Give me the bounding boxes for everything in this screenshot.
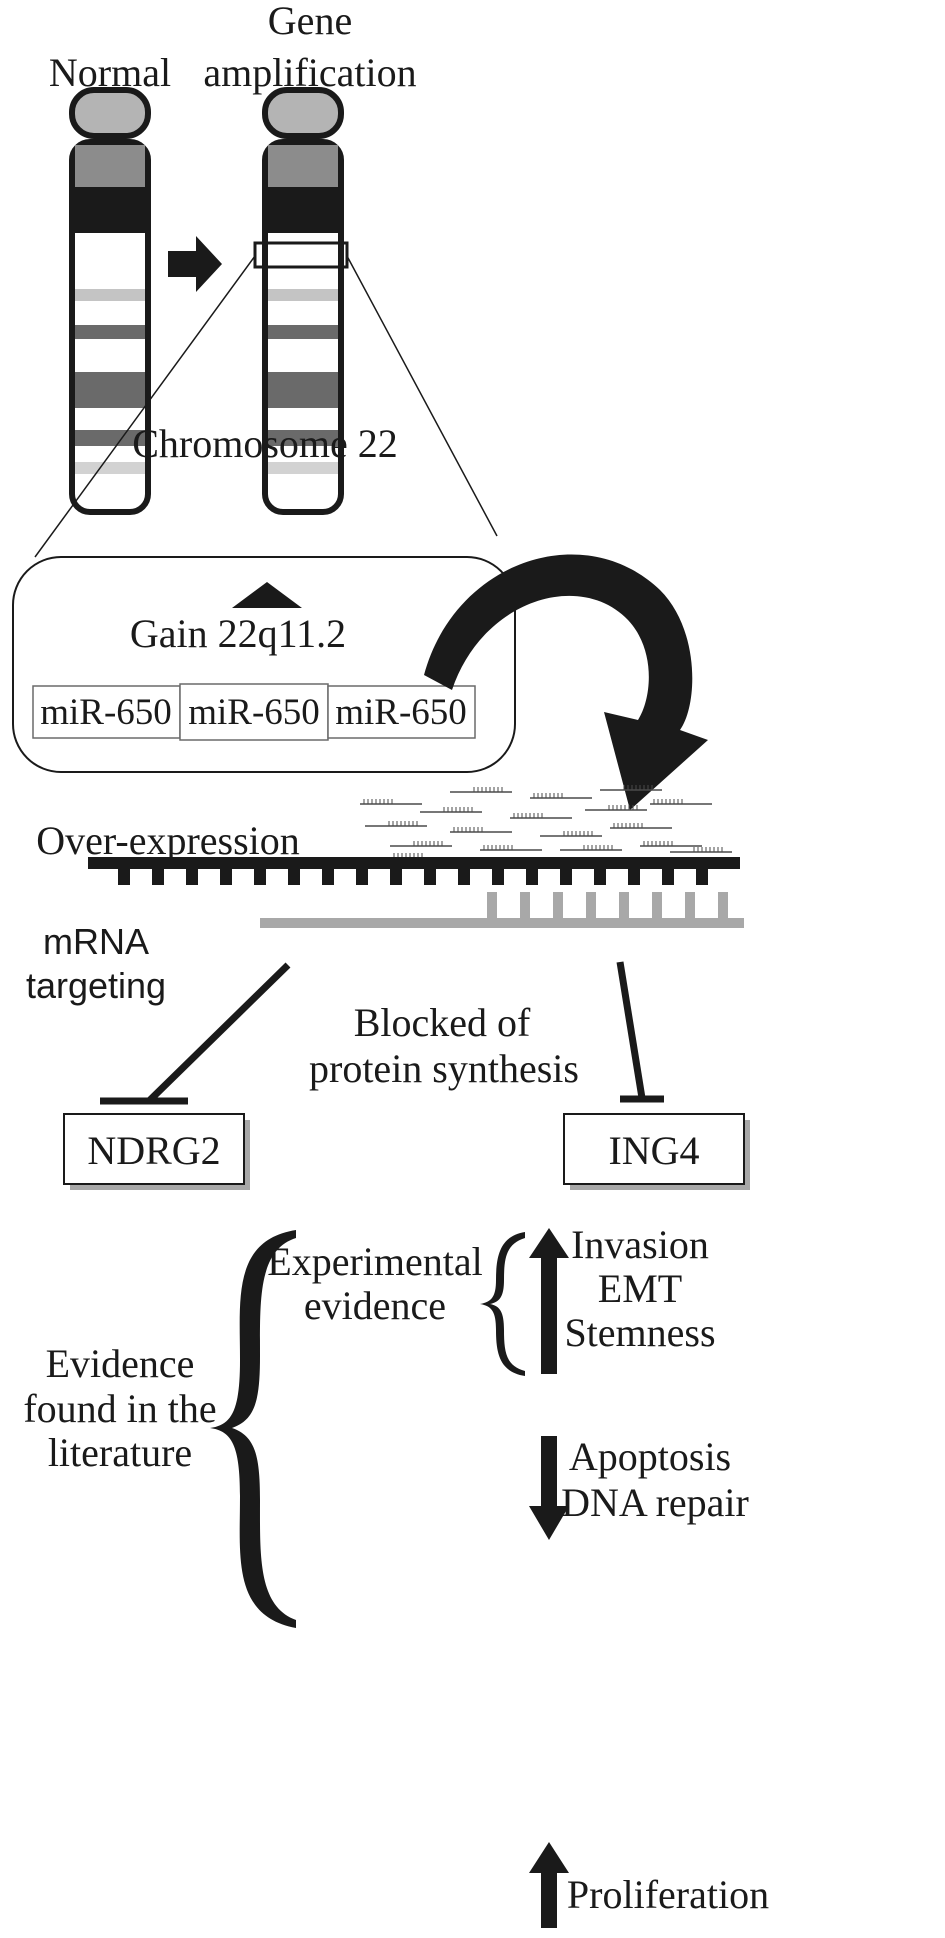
inhibition-bar-icon <box>100 962 291 1105</box>
down-arrow-icon <box>529 1436 569 1540</box>
mrna-tooth <box>288 869 300 885</box>
label-apoptosis: Apoptosis <box>569 1434 731 1479</box>
label-evidence-short: evidence <box>304 1283 446 1328</box>
mrna-tooth <box>560 869 572 885</box>
ndrg2-box: NDRG2 <box>63 1113 250 1190</box>
mrna-tooth <box>356 869 368 885</box>
target-tooth <box>586 892 596 919</box>
inhibition-bar-icon <box>616 961 664 1103</box>
mrna-tooth <box>492 869 504 885</box>
mrna-tooth <box>152 869 164 885</box>
up-arrow-icon <box>529 1228 569 1374</box>
up-arrow-icon <box>529 1842 569 1928</box>
up-triangle-icon <box>232 582 302 608</box>
label-chromosome-22: Chromosome 22 <box>132 421 398 466</box>
label-evidence-2: found in the <box>23 1386 216 1431</box>
mrna-tooth <box>594 869 606 885</box>
mrna-tooth <box>322 869 334 885</box>
mir650-box-2: miR-650 <box>179 683 329 741</box>
mrna-tooth <box>628 869 640 885</box>
label-stemness: Stemness <box>564 1310 715 1355</box>
mrna-tooth <box>254 869 266 885</box>
mrna-tooth <box>220 869 232 885</box>
label-emt: EMT <box>598 1266 682 1311</box>
mrna-tooth <box>696 869 708 885</box>
label-protein-synthesis: protein synthesis <box>309 1046 579 1091</box>
mir650-label-2: miR-650 <box>188 692 320 733</box>
label-gene: Gene <box>268 0 352 43</box>
label-evidence-3: literature <box>48 1430 192 1475</box>
large-brace <box>210 1230 296 1628</box>
label-over-expression: Over-expression <box>36 818 300 863</box>
mrna-tooth <box>458 869 470 885</box>
mrna-tooth <box>186 869 198 885</box>
target-tooth <box>685 892 695 919</box>
target-tooth <box>718 892 728 919</box>
mir650-label-3: miR-650 <box>335 692 467 733</box>
mrna-tooth <box>118 869 130 885</box>
target-tooth <box>487 892 497 919</box>
label-amplification: amplification <box>203 50 416 95</box>
right-arrow-icon <box>168 236 222 292</box>
mir650-label-1: miR-650 <box>40 692 172 733</box>
zoom-line-right <box>346 255 498 537</box>
mir650-box-3: miR-650 <box>327 685 476 739</box>
label-proliferation: Proliferation <box>567 1872 769 1917</box>
label-mrna: mRNA <box>43 921 149 962</box>
mirna-target-teeth <box>487 892 728 919</box>
mrna-teeth <box>118 869 708 885</box>
mirna-cluster <box>360 785 732 865</box>
target-tooth <box>652 892 662 919</box>
small-brace <box>480 1232 525 1376</box>
label-evidence-1: Evidence <box>46 1341 195 1386</box>
curved-arrow-icon <box>424 554 708 810</box>
label-dna-repair: DNA repair <box>561 1480 749 1525</box>
target-tooth <box>553 892 563 919</box>
label-blocked-of: Blocked of <box>354 1000 531 1045</box>
mrna-tooth <box>662 869 674 885</box>
mir650-box-1: miR-650 <box>32 685 181 739</box>
ing4-box: ING4 <box>563 1113 750 1190</box>
label-experimental: Experimental <box>267 1239 482 1284</box>
mrna-strand <box>88 857 740 869</box>
label-normal: Normal <box>49 50 171 95</box>
amplified-region-box <box>253 241 349 269</box>
label-gain: Gain 22q11.2 <box>130 611 346 656</box>
target-tooth <box>520 892 530 919</box>
label-targeting: targeting <box>26 965 166 1006</box>
mrna-tooth <box>390 869 402 885</box>
mrna-tooth <box>424 869 436 885</box>
mrna-tooth <box>526 869 538 885</box>
mirna-target-strand <box>260 918 744 928</box>
zoom-line-left <box>34 255 256 558</box>
target-tooth <box>619 892 629 919</box>
ing4-label: ING4 <box>608 1128 699 1173</box>
ndrg2-label: NDRG2 <box>87 1128 220 1173</box>
label-invasion: Invasion <box>571 1222 709 1267</box>
